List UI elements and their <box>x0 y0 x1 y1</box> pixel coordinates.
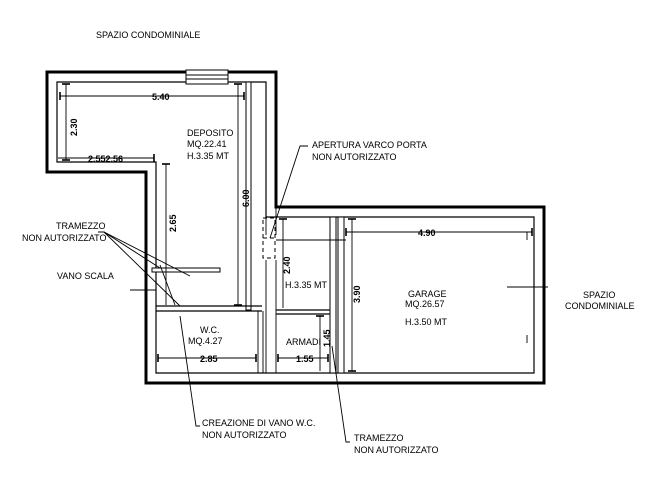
garage-axis-marks <box>320 232 548 343</box>
dim-285: 2.85 <box>200 354 218 364</box>
annotations: SPAZIO CONDOMINIALE SPAZIO CONDOMINIALE … <box>22 30 635 455</box>
dim-145: 1.45 <box>322 329 332 347</box>
dim-155: 1.55 <box>296 354 314 364</box>
garage-area: MQ.26.57 <box>405 299 445 309</box>
armadi-label: ARMADI <box>286 337 321 347</box>
interior-walls <box>151 81 345 374</box>
tramezzo-bottom-label-1: TRAMEZZO <box>354 433 404 443</box>
garage-name: GARAGE <box>408 289 447 299</box>
apertura-label-1: APERTURA VARCO PORTA <box>312 140 427 150</box>
corridor-height: H.3.35 MT <box>285 280 328 290</box>
dim-600: 6.00 <box>241 189 251 207</box>
tramezzo-left-label-1: TRAMEZZO <box>56 221 106 231</box>
vano-scala-label: VANO SCALA <box>57 271 114 281</box>
dim-390: 3.90 <box>352 285 362 303</box>
spazio-condominiale-right-1: SPAZIO <box>583 290 615 300</box>
dim-540: 5.40 <box>152 92 170 102</box>
window-top <box>185 69 229 85</box>
deposito-height: H.3.35 MT <box>187 151 230 161</box>
dim-240: 2.40 <box>282 256 292 274</box>
door-opening-dashed <box>262 217 276 259</box>
spazio-condominiale-top: SPAZIO CONDOMINIALE <box>96 30 200 40</box>
deposito-area: MQ.22.41 <box>187 139 227 149</box>
apertura-label-2: NON AUTORIZZATO <box>312 152 397 162</box>
spazio-condominiale-right-2: CONDOMINIALE <box>565 301 635 311</box>
outer-walls <box>45 70 546 385</box>
dim-230: 2.30 <box>69 118 79 136</box>
dim-255: 2.552.56 <box>88 154 123 164</box>
tramezzo-left-label-2: NON AUTORIZZATO <box>22 233 107 243</box>
leader-lines <box>98 145 350 443</box>
dimension-texts: 5.40 2.30 2.552.56 6.00 2.65 4.90 2.40 3… <box>69 92 436 364</box>
wc-area: MQ.4.27 <box>188 336 223 346</box>
wc-name: W.C. <box>200 325 220 335</box>
deposito-name: DEPOSITO <box>187 128 233 138</box>
garage-height: H.3.50 MT <box>405 317 448 327</box>
creazione-label-2: NON AUTORIZZATO <box>202 430 287 440</box>
tramezzo-bottom-label-2: NON AUTORIZZATO <box>354 445 439 455</box>
creazione-label-1: CREAZIONE DI VANO W.C. <box>202 418 315 428</box>
dimension-lines <box>58 83 533 372</box>
dim-490: 4.90 <box>418 228 436 238</box>
dim-265: 2.65 <box>168 214 178 232</box>
